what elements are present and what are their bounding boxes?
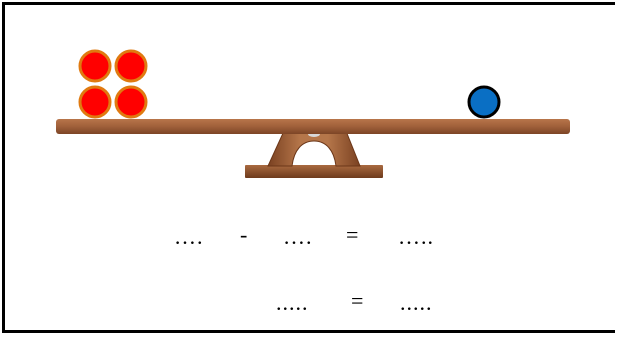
blue-ball bbox=[469, 87, 499, 117]
equation-1-equals-sign: = bbox=[346, 224, 358, 246]
equation-1-blank-a[interactable]: …. bbox=[174, 226, 204, 248]
equation-1-result-blank[interactable]: ….. bbox=[398, 226, 434, 248]
equation-1-blank-b[interactable]: …. bbox=[283, 226, 313, 248]
red-ball bbox=[116, 87, 146, 117]
red-ball bbox=[116, 51, 146, 81]
equation-2-result-blank[interactable]: ..... bbox=[400, 292, 433, 314]
equation-2-blank-a[interactable]: ..... bbox=[276, 292, 309, 314]
fulcrum-base bbox=[245, 165, 383, 178]
left-ball-group bbox=[80, 51, 146, 117]
equation-2-equals-sign: = bbox=[351, 290, 363, 312]
red-ball bbox=[80, 87, 110, 117]
seesaw-plank bbox=[56, 119, 570, 134]
red-ball bbox=[80, 51, 110, 81]
equation-1-minus-sign: - bbox=[240, 224, 247, 246]
